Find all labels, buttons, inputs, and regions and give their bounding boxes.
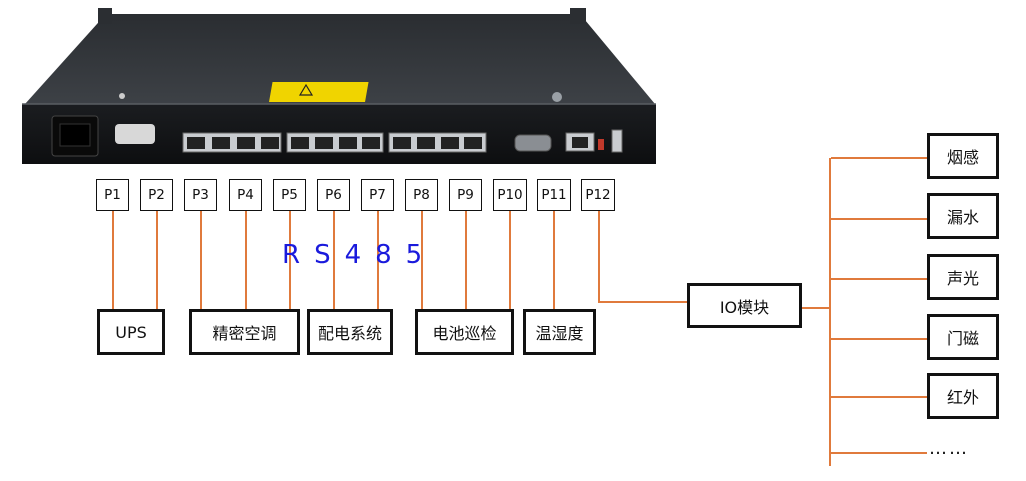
- port-p4: P4: [229, 179, 262, 211]
- sensor-sound-light: 声光: [927, 254, 999, 300]
- branch-leak: [831, 218, 927, 220]
- branch-more: [831, 452, 927, 454]
- group-ups: UPS: [97, 309, 165, 355]
- sensor-water-leak: 漏水: [927, 193, 999, 239]
- port-p8: P8: [405, 179, 438, 211]
- wire-p3: [200, 211, 202, 309]
- wire-p7: [377, 211, 379, 309]
- group-power-distribution: 配电系统: [307, 309, 393, 355]
- port-p12: P12: [581, 179, 615, 211]
- port-p7: P7: [361, 179, 394, 211]
- sensor-more: ……: [929, 438, 969, 459]
- wire-p2: [156, 211, 158, 309]
- wire-p12-right: [598, 301, 688, 303]
- sensor-infrared: 红外: [927, 373, 999, 419]
- wire-p9: [465, 211, 467, 309]
- io-module: IO模块: [687, 283, 802, 328]
- group-precision-ac: 精密空调: [189, 309, 300, 355]
- rs485-label: RS485: [282, 240, 437, 270]
- sensor-door-magnetic: 门磁: [927, 314, 999, 360]
- group-battery-inspection: 电池巡检: [415, 309, 514, 355]
- branch-smoke: [831, 157, 927, 159]
- branch-ir: [831, 396, 927, 398]
- port-p6: P6: [317, 179, 350, 211]
- port-p10: P10: [493, 179, 527, 211]
- sensor-bus: [829, 158, 831, 466]
- wire-p5: [289, 211, 291, 309]
- port-p11: P11: [537, 179, 571, 211]
- wire-p8: [421, 211, 423, 309]
- wire-p4: [245, 211, 247, 309]
- device-panel-label-plate: [115, 124, 155, 144]
- sensor-smoke: 烟感: [927, 133, 999, 179]
- wire-p11: [553, 211, 555, 309]
- port-p3: P3: [184, 179, 217, 211]
- branch-alarm: [831, 278, 927, 280]
- wire-p12-down: [598, 211, 600, 303]
- wire-p1: [112, 211, 114, 309]
- port-p5: P5: [273, 179, 306, 211]
- wire-io-bus: [802, 307, 831, 309]
- port-p9: P9: [449, 179, 482, 211]
- warning-sticker: [269, 82, 369, 102]
- port-p2: P2: [140, 179, 173, 211]
- port-p1: P1: [96, 179, 129, 211]
- branch-door: [831, 338, 927, 340]
- group-temp-humidity: 温湿度: [523, 309, 596, 355]
- wire-p6: [333, 211, 335, 309]
- wire-p10: [509, 211, 511, 309]
